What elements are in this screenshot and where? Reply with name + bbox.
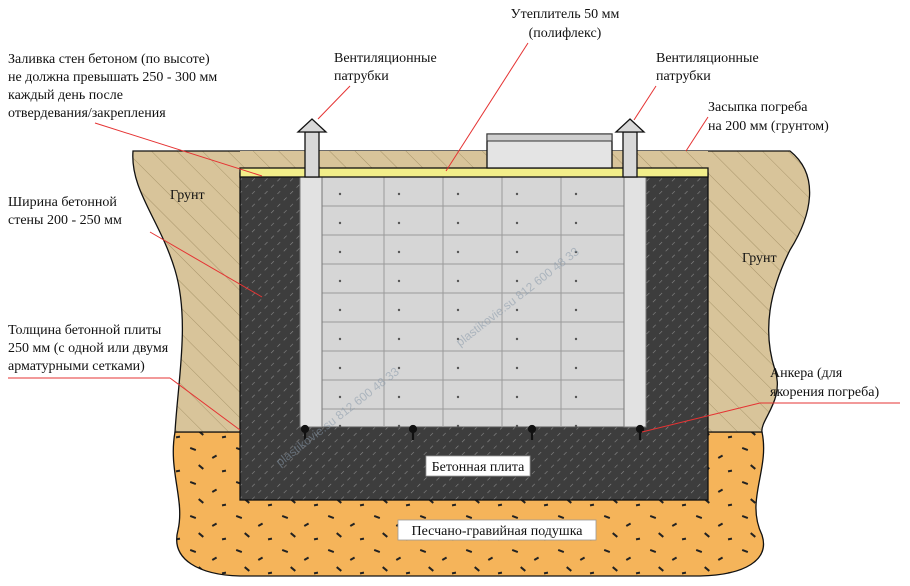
cellar-panel-lines xyxy=(300,177,646,427)
svg-text:на 200 мм (грунтом): на 200 мм (грунтом) xyxy=(708,119,829,134)
cellar-hatch-lid xyxy=(486,133,613,142)
svg-text:отвердевания/закрепления: отвердевания/закрепления xyxy=(8,106,166,121)
svg-text:Толщина бетонной плиты: Толщина бетонной плиты xyxy=(8,323,162,338)
svg-text:не должна превышать 250 - 300: не должна превышать 250 - 300 мм xyxy=(8,70,217,85)
svg-text:Заливка стен бетоном (по высот: Заливка стен бетоном (по высоте) xyxy=(8,52,210,67)
svg-text:250 мм (с одной или двумя: 250 мм (с одной или двумя xyxy=(8,341,169,356)
label-cushion: Песчано-гравийная подушка xyxy=(397,519,597,541)
label-soil-right: Грунт xyxy=(742,251,777,266)
svg-text:патрубки: патрубки xyxy=(334,69,389,84)
svg-text:Ширина бетонной: Ширина бетонной xyxy=(8,195,117,210)
svg-text:якорения погреба): якорения погреба) xyxy=(770,385,879,400)
label-slab: Бетонная плита xyxy=(425,455,531,477)
callout-lines xyxy=(8,42,900,433)
label-wall-width: Ширина бетонной стены 200 - 250 мм xyxy=(8,195,122,228)
label-insulation: Утеплитель 50 мм (полифлекс) xyxy=(511,7,620,41)
cellar-side-left xyxy=(299,176,323,428)
svg-text:патрубки: патрубки xyxy=(656,69,711,84)
label-vent-right: Вентиляционные патрубки xyxy=(656,51,759,84)
svg-text:(полифлекс): (полифлекс) xyxy=(529,26,602,41)
anchor-bolts xyxy=(300,424,645,440)
svg-text:арматурными сетками): арматурными сетками) xyxy=(8,359,145,374)
svg-text:Бетонная плита: Бетонная плита xyxy=(432,460,526,475)
label-backfill: Засыпка погреба на 200 мм (грунтом) xyxy=(708,100,829,134)
cellar-body xyxy=(299,176,647,428)
vent-pipe-left xyxy=(296,118,328,178)
svg-text:Вентиляционные: Вентиляционные xyxy=(334,51,437,66)
cellar-side-right xyxy=(623,176,647,428)
svg-text:Песчано-гравийная подушка: Песчано-гравийная подушка xyxy=(411,524,583,539)
svg-text:Анкера (для: Анкера (для xyxy=(770,366,843,381)
label-slab-thickness: Толщина бетонной плиты 250 мм (с одной и… xyxy=(8,323,169,374)
vent-pipe-right xyxy=(614,118,646,178)
label-anchors: Анкера (для якорения погреба) xyxy=(770,366,879,400)
label-soil-left: Грунт xyxy=(170,188,205,203)
insulation-strip xyxy=(239,167,709,178)
svg-text:каждый день после: каждый день после xyxy=(8,88,123,103)
svg-text:Засыпка погреба: Засыпка погреба xyxy=(708,100,808,115)
label-wall-pouring: Заливка стен бетоном (по высоте) не долж… xyxy=(8,52,217,121)
label-vent-left: Вентиляционные патрубки xyxy=(334,51,437,84)
svg-text:стены 200 - 250 мм: стены 200 - 250 мм xyxy=(8,213,122,228)
svg-text:Вентиляционные: Вентиляционные xyxy=(656,51,759,66)
svg-text:Утеплитель 50 мм: Утеплитель 50 мм xyxy=(511,7,620,22)
